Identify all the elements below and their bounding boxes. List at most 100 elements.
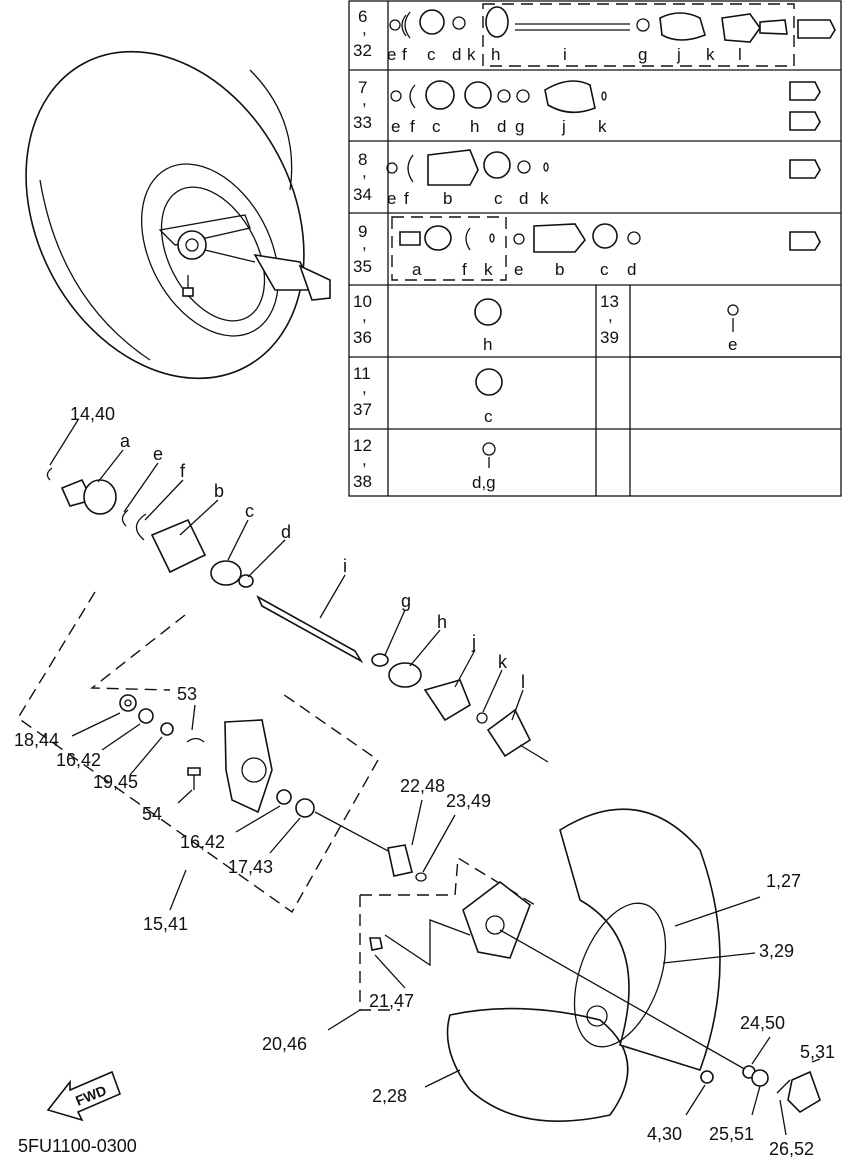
callout-label: 19,45: [93, 772, 138, 792]
svg-text:,: ,: [362, 162, 367, 181]
svg-text:f: f: [404, 189, 409, 208]
svg-text:h: h: [491, 45, 500, 64]
callout-label: g: [401, 591, 411, 611]
callout-label: k: [498, 652, 508, 672]
svg-text:36: 36: [353, 328, 372, 347]
callout-label: 17,43: [228, 857, 273, 877]
callout-label: c: [245, 501, 254, 521]
svg-text:l: l: [738, 45, 742, 64]
callout-label: 1,27: [766, 871, 801, 891]
ref-top: 6: [358, 7, 367, 26]
table-row: 11 , 37 c: [353, 364, 503, 426]
callout-label: 5,31: [800, 1042, 835, 1062]
svg-text:e: e: [387, 189, 396, 208]
callout-label: 22,48: [400, 776, 445, 796]
callout-label: 16,42: [180, 832, 225, 852]
callout-label: 3,29: [759, 941, 794, 961]
legend-table: 6 , 32 e f c d k h i g j: [348, 0, 842, 497]
callout-label: 2,28: [372, 1086, 407, 1106]
callout-label: l: [521, 672, 525, 692]
svg-text:g: g: [515, 117, 524, 136]
svg-text:e: e: [387, 45, 396, 64]
svg-text:b: b: [555, 260, 564, 279]
svg-text:e: e: [514, 260, 523, 279]
svg-text:h: h: [483, 335, 492, 354]
callout-label: 18,44: [14, 730, 59, 750]
svg-text:,: ,: [608, 306, 613, 325]
svg-text:37: 37: [353, 400, 372, 419]
callout-label: j: [471, 632, 476, 652]
callout-label: 14,40: [70, 404, 115, 424]
svg-text:8: 8: [358, 150, 367, 169]
svg-text:e: e: [391, 117, 400, 136]
svg-text:,: ,: [362, 450, 367, 469]
svg-text:d: d: [627, 260, 636, 279]
svg-text:e: e: [728, 335, 737, 354]
svg-text:,: ,: [362, 306, 367, 325]
callout-label: 24,50: [740, 1013, 785, 1033]
svg-text:d,g: d,g: [472, 473, 496, 492]
callout-label: 25,51: [709, 1124, 754, 1144]
svg-text:i: i: [563, 45, 567, 64]
table-row: 6 , 32 e f c d k h i g j: [353, 3, 836, 67]
callout-label: 21,47: [369, 991, 414, 1011]
callout-label: 26,52: [769, 1139, 814, 1158]
callout-label: 53: [177, 684, 197, 704]
wheel-hub-assembly: 22,48 23,49 1,27 3,29 21,47 20,46 2,28 2…: [262, 776, 835, 1158]
svg-text:13: 13: [600, 292, 619, 311]
table-row: 10 , 36 h 13 , 39 e: [353, 292, 739, 354]
callout-label: 23,49: [446, 791, 491, 811]
svg-text:k: k: [484, 260, 493, 279]
forward-arrow-icon: FWD: [46, 1070, 122, 1122]
svg-text:39: 39: [600, 328, 619, 347]
svg-text:34: 34: [353, 185, 372, 204]
svg-text:f: f: [410, 117, 415, 136]
svg-text:38: 38: [353, 472, 372, 491]
table-row: 8 , 34 e f b c d k: [353, 149, 821, 208]
svg-text:10: 10: [353, 292, 372, 311]
svg-text:35: 35: [353, 257, 372, 276]
svg-text:,: ,: [362, 19, 367, 38]
svg-text:c: c: [432, 117, 441, 136]
svg-text:11: 11: [353, 364, 371, 383]
svg-text:f: f: [462, 260, 467, 279]
callout-label: i: [343, 556, 347, 576]
svg-text:c: c: [484, 407, 493, 426]
callout-label: e: [153, 444, 163, 464]
callout-label: 16,42: [56, 750, 101, 770]
table-row: 12 , 38 d,g: [353, 436, 496, 492]
svg-text:k: k: [598, 117, 607, 136]
svg-text:k: k: [467, 45, 476, 64]
svg-text:k: k: [706, 45, 715, 64]
svg-text:b: b: [443, 189, 452, 208]
callout-label: 4,30: [647, 1124, 682, 1144]
svg-text:7: 7: [358, 78, 367, 97]
svg-text:,: ,: [362, 234, 367, 253]
svg-text:j: j: [676, 45, 681, 64]
callout-label: d: [281, 522, 291, 542]
table-row: 7 , 33 e f c h d g j k: [353, 78, 821, 136]
svg-text:j: j: [561, 117, 566, 136]
svg-text:c: c: [494, 189, 503, 208]
callout-label: h: [437, 612, 447, 632]
svg-text:d: d: [519, 189, 528, 208]
callout-label: 54: [142, 804, 162, 824]
svg-text:12: 12: [353, 436, 372, 455]
svg-text:33: 33: [353, 113, 372, 132]
callout-label: a: [120, 431, 131, 451]
svg-text:c: c: [600, 260, 609, 279]
svg-text:a: a: [412, 260, 422, 279]
callout-label: f: [180, 461, 186, 481]
svg-text:k: k: [540, 189, 549, 208]
svg-text:,: ,: [362, 90, 367, 109]
svg-text:d: d: [497, 117, 506, 136]
svg-text:c: c: [427, 45, 436, 64]
svg-text:f: f: [402, 45, 407, 64]
ref-bottom: 32: [353, 41, 372, 60]
table-row: 9 , 35 a f k e b c d: [353, 216, 821, 281]
svg-text:,: ,: [362, 378, 367, 397]
svg-text:h: h: [470, 117, 479, 136]
catalog-code: 5FU1100-0300: [18, 1136, 137, 1156]
overview-wheel-assembly: [25, 50, 331, 380]
